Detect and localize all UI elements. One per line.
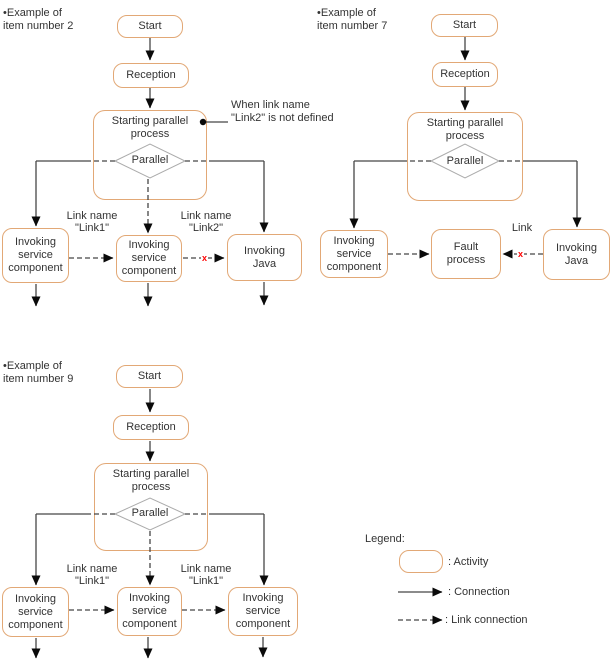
ex2-invoke-service-left-activity: Invoking service component xyxy=(2,228,69,283)
ex2-starting-parallel-activity: Starting parallel process xyxy=(93,110,207,200)
ex7-invoke-java-activity: Invoking Java xyxy=(543,229,610,280)
ex9-start-activity: Start xyxy=(116,365,183,388)
ex9-reception-activity: Reception xyxy=(113,415,189,440)
ex2-undefined-link-error-mark: x xyxy=(201,253,209,263)
ex2-invoke-java-activity: Invoking Java xyxy=(227,234,302,281)
ex9-invoke-service-middle-activity: Invoking service component xyxy=(117,587,182,636)
ex7-reception-activity: Reception xyxy=(432,62,498,87)
ex2-link2-label: Link name "Link2" xyxy=(180,210,232,234)
legend-activity-label: : Activity xyxy=(448,556,489,568)
legend-activity-swatch xyxy=(399,550,443,573)
ex7-starting-parallel-activity: Starting parallel process xyxy=(407,112,523,201)
ex2-start-activity: Start xyxy=(117,15,183,38)
legend-link-connection-label: : Link connection xyxy=(445,614,528,626)
ex7-invoke-service-activity: Invoking service component xyxy=(320,230,388,278)
legend-connection-label: : Connection xyxy=(448,586,510,598)
ex2-annotation: When link name "Link2" is not defined xyxy=(231,99,334,124)
ex2-link1-label: Link name "Link1" xyxy=(66,210,118,234)
ex7-start-activity: Start xyxy=(431,14,498,37)
ex9-invoke-service-left-activity: Invoking service component xyxy=(2,587,69,637)
ex7-fault-process-activity: Fault process xyxy=(431,229,501,279)
ex2-parallel-gate-label: Parallel xyxy=(131,154,169,166)
example9-title: •Example of item number 9 xyxy=(3,360,74,385)
example2-title: •Example of item number 2 xyxy=(3,7,74,32)
ex9-link2-label: Link name "Link1" xyxy=(180,563,232,587)
ex7-parallel-gate-label: Parallel xyxy=(446,155,484,167)
ex7-link-label: Link xyxy=(511,222,533,234)
ex2-invoke-service-middle-activity: Invoking service component xyxy=(116,235,182,282)
example7-title: •Example of item number 7 xyxy=(317,7,388,32)
legend-title: Legend: xyxy=(365,533,405,545)
ex7-undefined-link-error-mark: x xyxy=(517,249,525,259)
ex2-reception-activity: Reception xyxy=(113,63,189,88)
ex9-invoke-service-right-activity: Invoking service component xyxy=(228,587,298,636)
ex9-link1-label: Link name "Link1" xyxy=(66,563,118,587)
ex9-parallel-gate-label: Parallel xyxy=(131,507,169,519)
